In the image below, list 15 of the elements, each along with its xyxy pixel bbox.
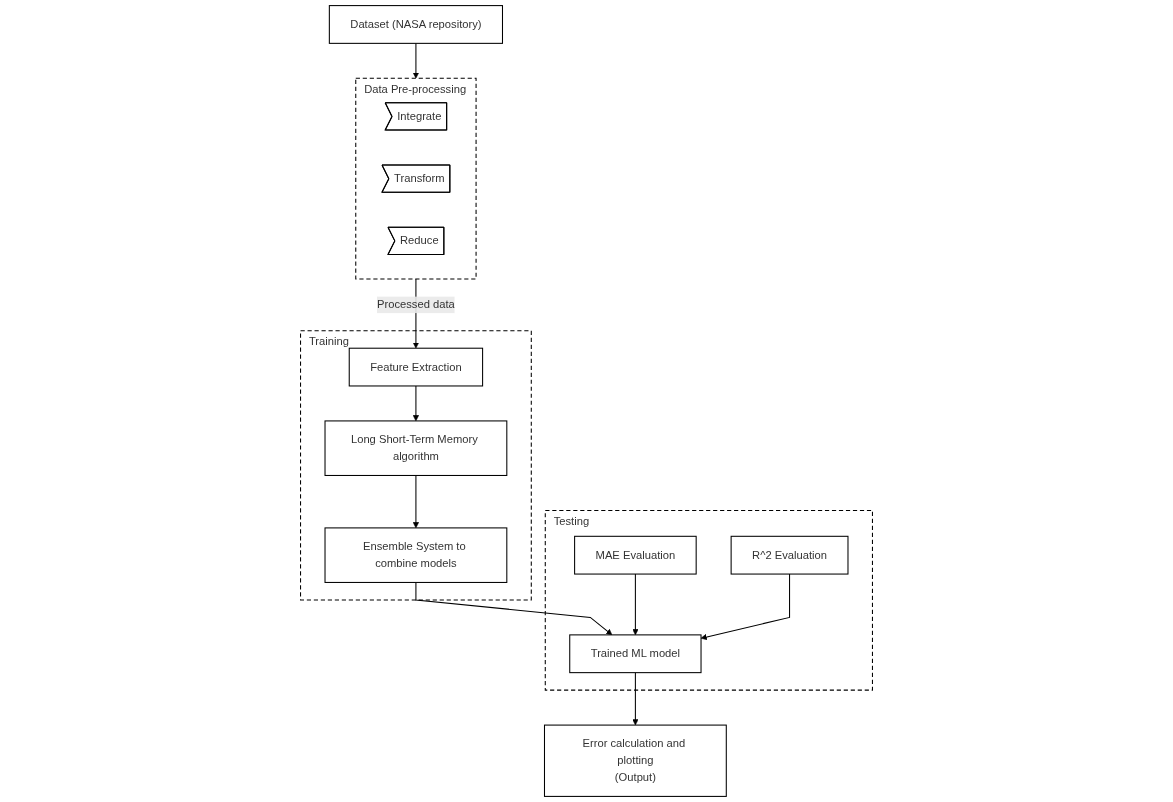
arrow [412, 42, 419, 79]
arrow [412, 385, 419, 422]
arrow [412, 474, 419, 529]
node-box: R^2 Evaluation [730, 535, 849, 575]
node-box: Feature Extraction [348, 347, 484, 387]
edge-label: Processed data [377, 298, 455, 311]
node-box: Ensemble System to combine models [324, 527, 508, 583]
node-box: Trained ML model [569, 634, 702, 674]
node-box: Long Short-Term Memory algorithm [324, 420, 508, 476]
arrow [632, 672, 639, 726]
node-box: Dataset (NASA repository) [328, 5, 503, 44]
node-box: Error calculation and plotting (Output) [543, 724, 727, 797]
arrow [415, 581, 613, 636]
node-box: MAE Evaluation [574, 535, 697, 575]
arrow [632, 573, 639, 636]
